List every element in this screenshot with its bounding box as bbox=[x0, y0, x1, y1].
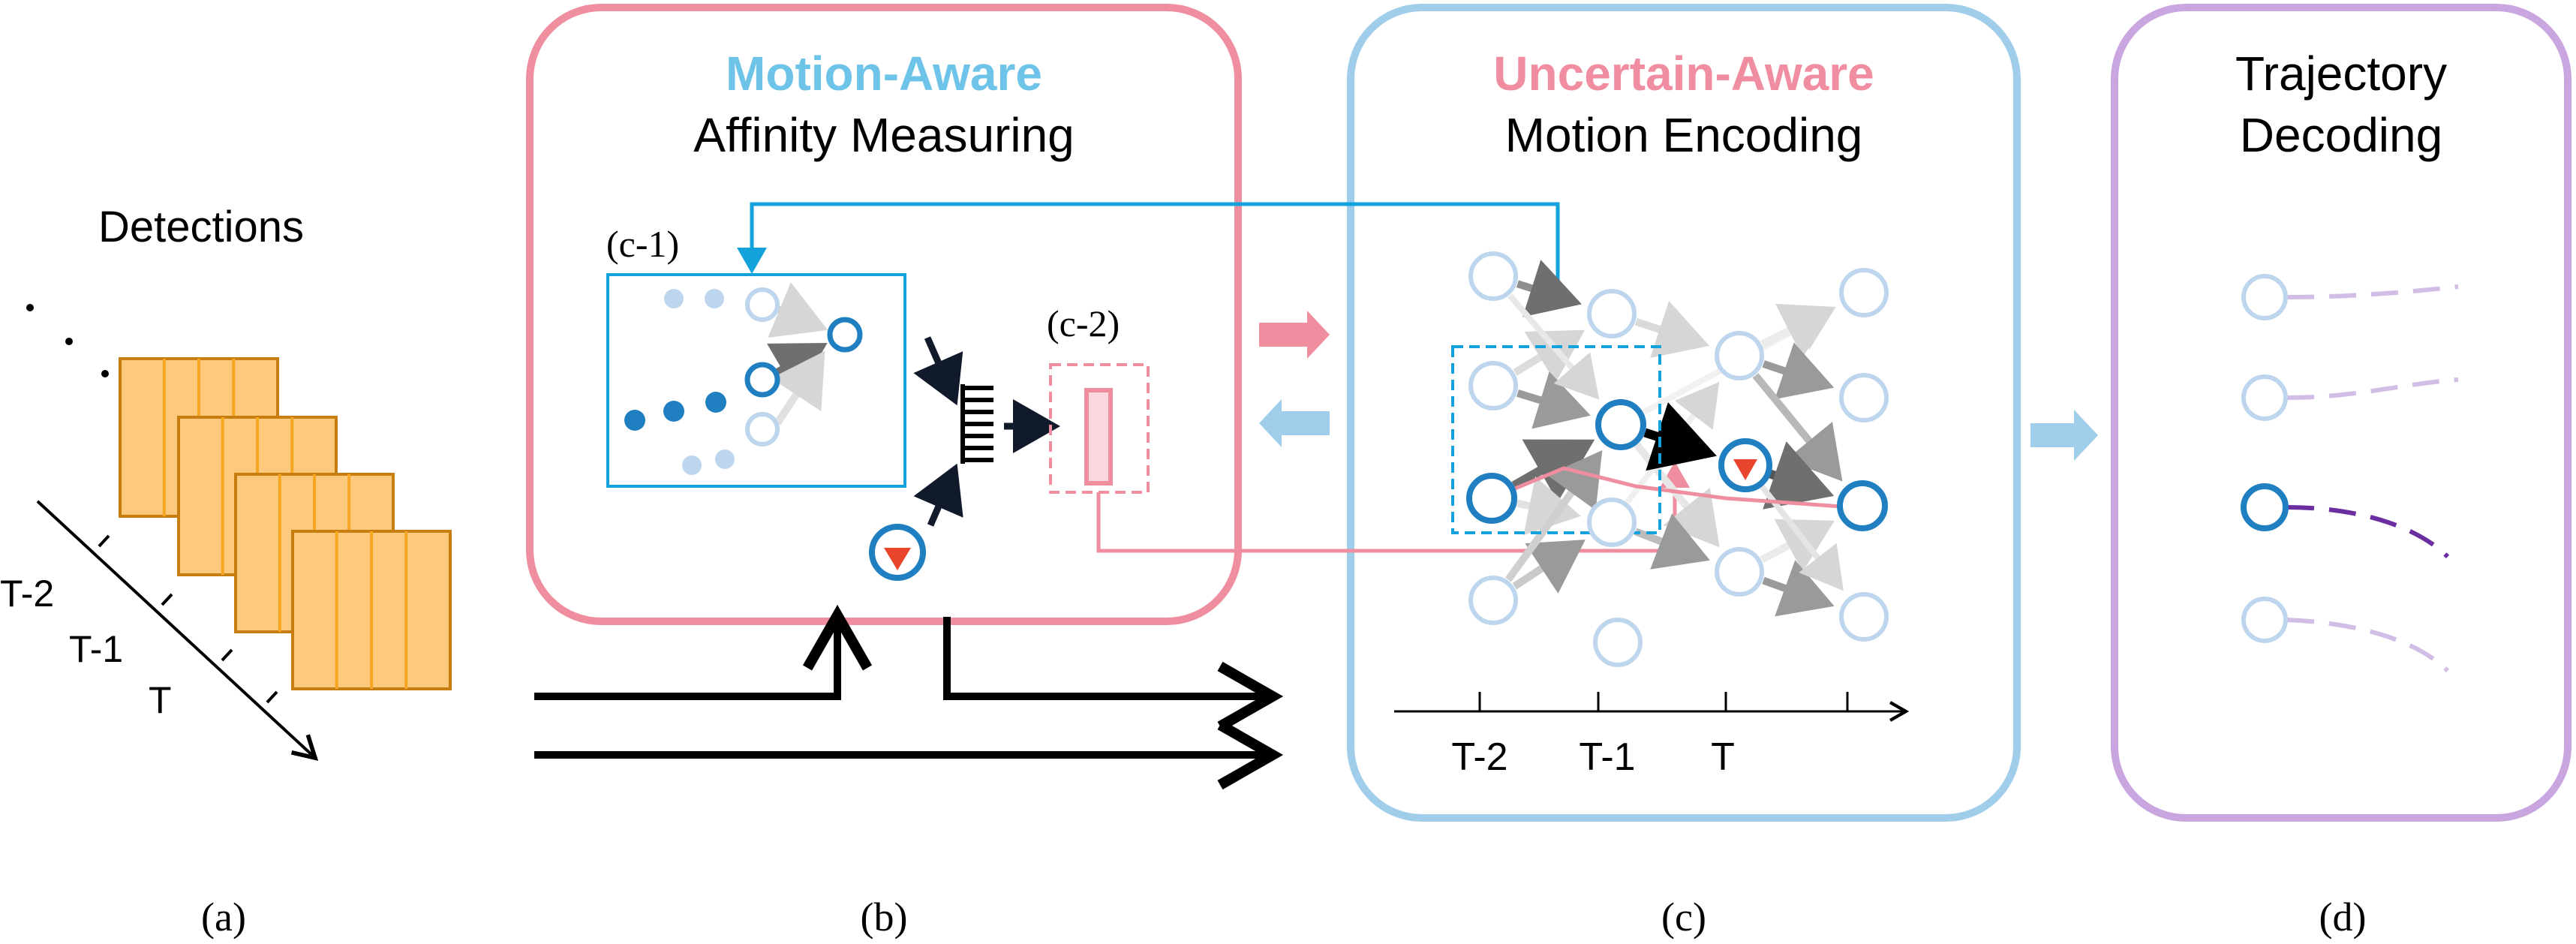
graph-node bbox=[1837, 480, 1888, 531]
c1-history-dots bbox=[624, 289, 735, 475]
panel-b-title: Affinity Measuring bbox=[693, 108, 1075, 162]
pipeline-arrows bbox=[534, 604, 1284, 790]
panel-c-motion-encoding: Uncertain-Aware Motion Encoding T-2 T-1 … bbox=[737, 4, 2021, 939]
flow-arrows-b-c bbox=[1259, 311, 1330, 447]
graph-edge bbox=[1512, 540, 1586, 594]
graph-edge bbox=[1762, 560, 1835, 617]
panel-b-frame bbox=[526, 4, 1242, 625]
arrow-c-to-b bbox=[1259, 399, 1330, 447]
graph-edge bbox=[1516, 260, 1582, 317]
graph-edges bbox=[1504, 260, 1844, 617]
time-label-t-1: T-1 bbox=[69, 628, 123, 670]
panel-d-title-line1: Trajectory bbox=[2235, 47, 2447, 101]
graph-edge bbox=[1513, 329, 1586, 383]
uncertain-motion-node bbox=[869, 524, 926, 581]
trajectory-nodes bbox=[2241, 274, 2289, 643]
graph-node bbox=[1587, 289, 1637, 338]
triangle-icon bbox=[884, 548, 911, 570]
graph-edge bbox=[1760, 303, 1836, 358]
panel-d-title-line2: Decoding bbox=[2240, 108, 2442, 162]
sublabel-c2: (c-2) bbox=[1047, 302, 1120, 344]
caption-d: (d) bbox=[2319, 894, 2367, 939]
panel-b-affinity-measuring: Motion-Aware Affinity Measuring (c-1) (c… bbox=[526, 4, 1242, 939]
panel-a-title: Detections bbox=[98, 203, 304, 251]
time-label-t: T bbox=[149, 679, 172, 721]
graph-node bbox=[1595, 399, 1646, 450]
graph-edge bbox=[1516, 371, 1591, 429]
connector-c2-to-graph bbox=[1096, 461, 1690, 553]
graph-node bbox=[1468, 361, 1518, 410]
graph-node bbox=[1468, 251, 1518, 301]
time-axis-c bbox=[1394, 692, 1910, 722]
fusion-block bbox=[960, 384, 993, 464]
feedback-connector-c-to-c1 bbox=[737, 202, 1560, 297]
caption-c: (c) bbox=[1661, 894, 1706, 939]
graph-node bbox=[1593, 618, 1643, 667]
arrow-motion-to-fusion bbox=[913, 463, 963, 527]
detection-frame-stack bbox=[119, 357, 452, 690]
graph-edge bbox=[1763, 441, 1835, 510]
detection-frame bbox=[291, 530, 452, 690]
selected-path-highlight bbox=[1491, 466, 1853, 510]
graph-edge bbox=[1511, 439, 1595, 503]
graph-edge bbox=[1504, 449, 1603, 582]
graph-edge bbox=[1634, 300, 1710, 358]
panel-c-title-highlight: Uncertain-Aware bbox=[1493, 47, 1874, 101]
time-axis-a bbox=[36, 500, 319, 761]
graph-node bbox=[1466, 473, 1517, 524]
graph-nodes bbox=[1466, 251, 1889, 667]
decoded-trajectories bbox=[2286, 284, 2459, 673]
graph-node bbox=[1839, 373, 1889, 422]
graph-edge bbox=[1643, 401, 1717, 471]
graph-node bbox=[1468, 576, 1518, 625]
graph-edge bbox=[1516, 476, 1581, 536]
uncertain-node-t bbox=[1718, 438, 1772, 492]
panel-d-frame bbox=[2111, 4, 2571, 822]
graph-node bbox=[1715, 331, 1764, 380]
axis-label-t-2: T-2 bbox=[1451, 735, 1507, 779]
c1-nodes bbox=[744, 287, 863, 446]
graph-edge bbox=[1760, 519, 1835, 573]
panel-a-detections: Detections T-2 T-1 T (a) bbox=[0, 203, 452, 939]
panel-c-title: Motion Encoding bbox=[1505, 108, 1863, 162]
triangle-icon bbox=[1733, 459, 1757, 480]
panel-c-frame bbox=[1347, 4, 2021, 822]
caption-b: (b) bbox=[861, 894, 908, 939]
axis-label-t-1: T-1 bbox=[1579, 735, 1635, 779]
selection-box bbox=[1451, 345, 1661, 534]
sublabel-c1: (c-1) bbox=[606, 223, 679, 265]
arrow-c-to-d bbox=[2030, 410, 2098, 461]
graph-node bbox=[1715, 547, 1764, 597]
panel-d-trajectory-decoding: Trajectory Decoding (d) bbox=[2111, 4, 2571, 939]
axis-label-t: T bbox=[1711, 735, 1735, 779]
graph-node bbox=[1839, 268, 1889, 317]
graph-edge bbox=[1634, 513, 1710, 570]
ellipsis-dots bbox=[26, 304, 109, 377]
arrow-b-to-c bbox=[1259, 311, 1330, 359]
panel-b-title-highlight: Motion-Aware bbox=[726, 47, 1042, 101]
graph-node bbox=[1839, 592, 1889, 642]
affinity-score-bar bbox=[1084, 388, 1113, 486]
c1-edges bbox=[767, 282, 828, 425]
graph-edge bbox=[1762, 342, 1835, 400]
association-box-c1 bbox=[606, 273, 906, 488]
arrow-c1-to-fusion bbox=[913, 336, 963, 406]
graph-node bbox=[1587, 498, 1637, 547]
time-label-t-2: T-2 bbox=[0, 573, 54, 615]
caption-a: (a) bbox=[201, 894, 246, 939]
